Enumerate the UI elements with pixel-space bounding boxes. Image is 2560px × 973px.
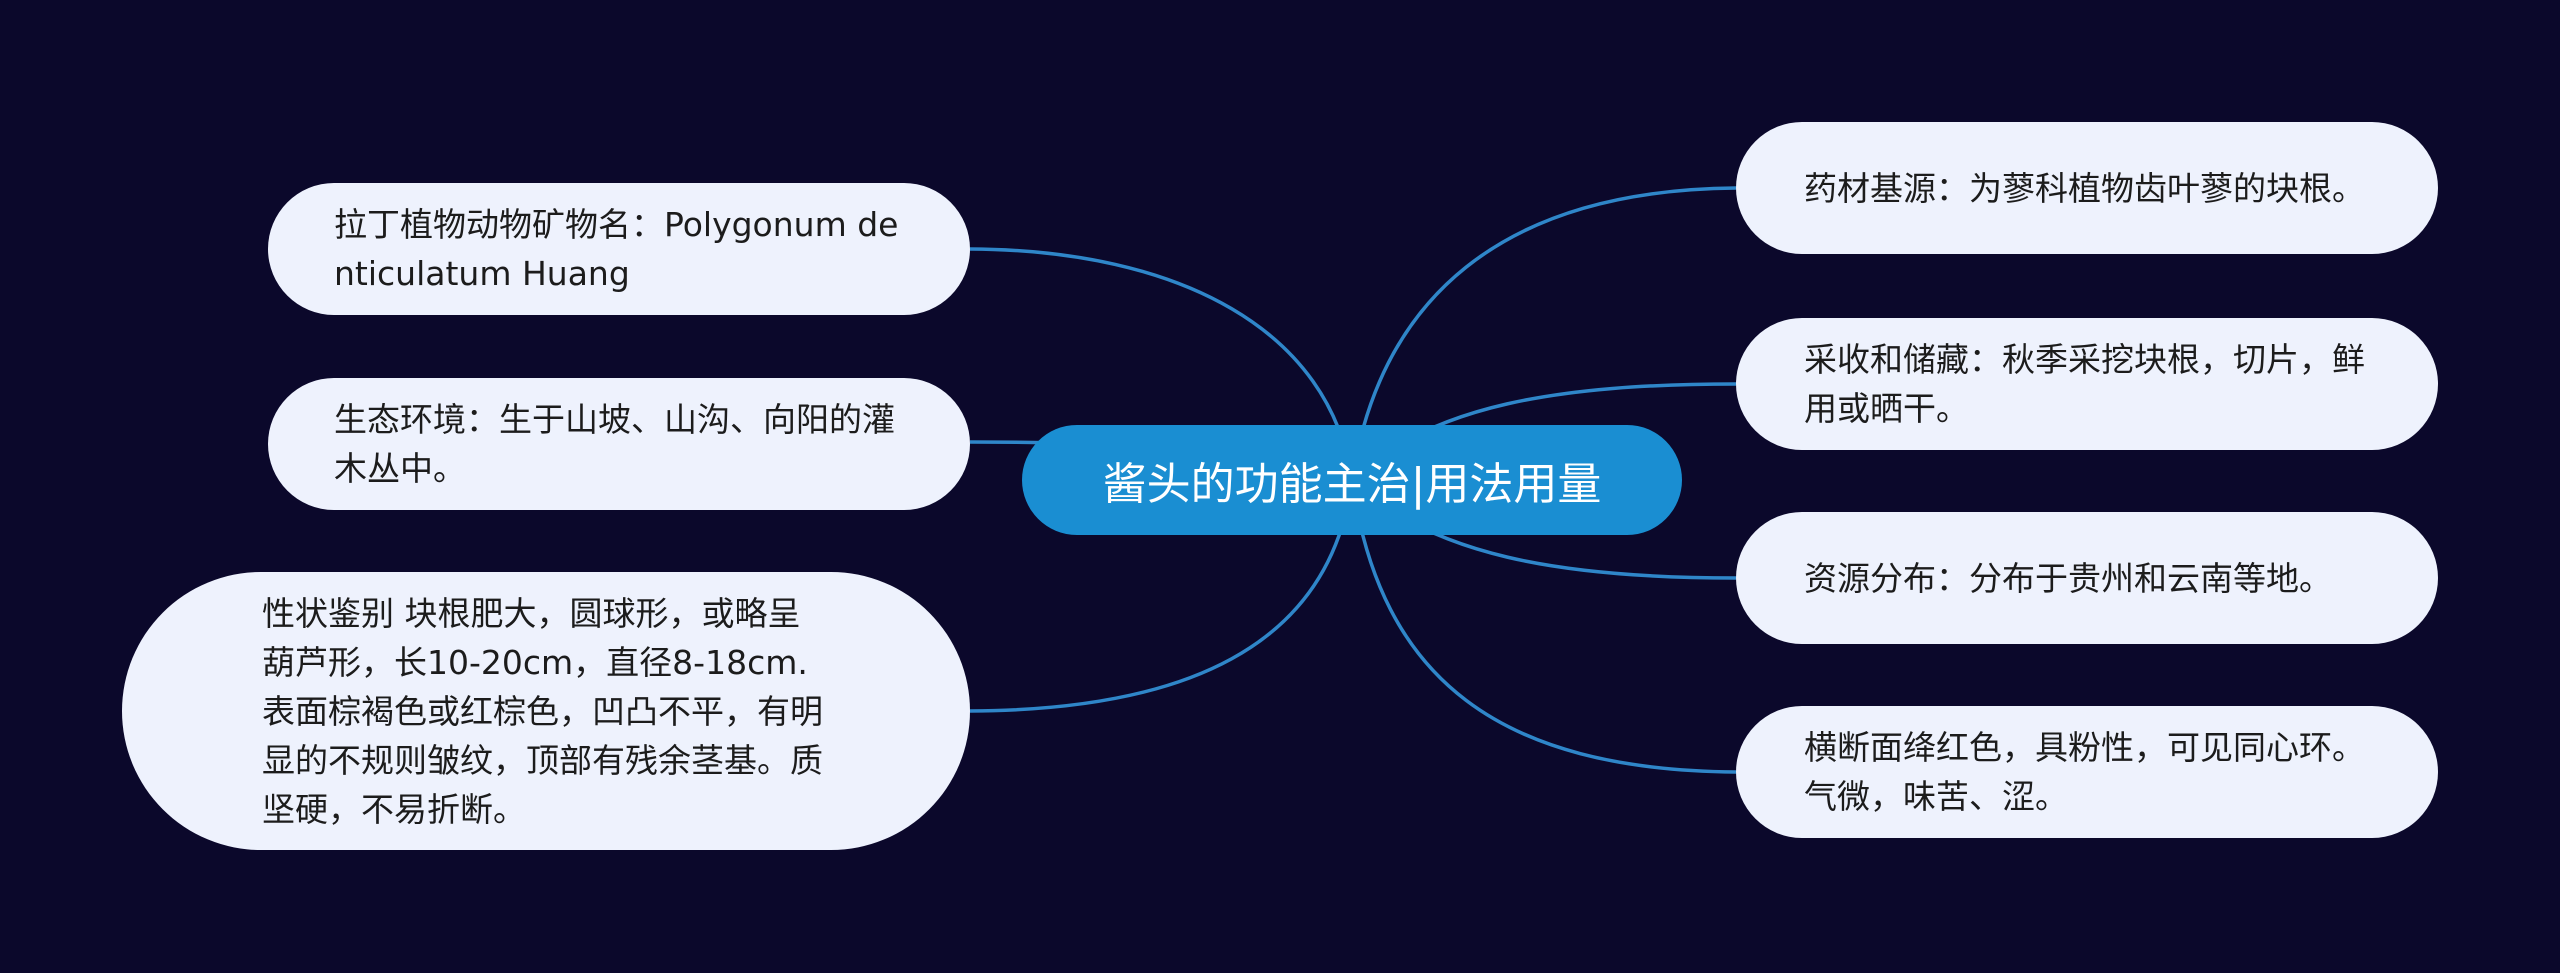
connector-identification (969, 479, 1354, 713)
topic-identification-text: 性状鉴别 块根肥大，圆球形，或略呈葫芦形，长10-20cm，直径8-18cm.表… (262, 593, 823, 829)
topic-cross-section[interactable]: 横断面绛红色，具粉性，可见同心环。气微，味苦、涩。 (1736, 706, 2438, 838)
topic-distribution-text: 资源分布：分布于贵州和云南等地。 (1804, 558, 2332, 598)
topic-harvest[interactable]: 采收和储藏：秋季采挖块根，切片，鲜用或晒干。 (1736, 318, 2438, 450)
topic-cross-section-text: 横断面绛红色，具粉性，可见同心环。气微，味苦、涩。 (1804, 728, 2365, 816)
connector-source (1350, 186, 1737, 481)
topic-source[interactable]: 药材基源：为蓼科植物齿叶蓼的块根。 (1736, 122, 2438, 254)
central-topic-title: 酱头的功能主治|用法用量 (1102, 459, 1602, 510)
topic-latin-name[interactable]: 拉丁植物动物矿物名：Polygonum denticulatum Huang (268, 183, 970, 315)
central-topic[interactable]: 酱头的功能主治|用法用量 (1022, 425, 1682, 535)
topic-latin-name-text: 拉丁植物动物矿物名：Polygonum denticulatum Huang (334, 205, 899, 293)
topic-habitat-text: 生态环境：生于山坡、山沟、向阳的灌木丛中。 (334, 400, 895, 488)
topic-distribution[interactable]: 资源分布：分布于贵州和云南等地。 (1736, 512, 2438, 644)
topic-identification[interactable]: 性状鉴别 块根肥大，圆球形，或略呈葫芦形，长10-20cm，直径8-18cm.表… (122, 572, 970, 850)
topic-harvest-text: 采收和储藏：秋季采挖块根，切片，鲜用或晒干。 (1804, 340, 2365, 428)
topic-source-text: 药材基源：为蓼科植物齿叶蓼的块根。 (1804, 168, 2365, 208)
topic-habitat[interactable]: 生态环境：生于山坡、山沟、向阳的灌木丛中。 (268, 378, 970, 510)
connector-latin-name (969, 247, 1354, 481)
connector-cross-section (1350, 479, 1737, 774)
